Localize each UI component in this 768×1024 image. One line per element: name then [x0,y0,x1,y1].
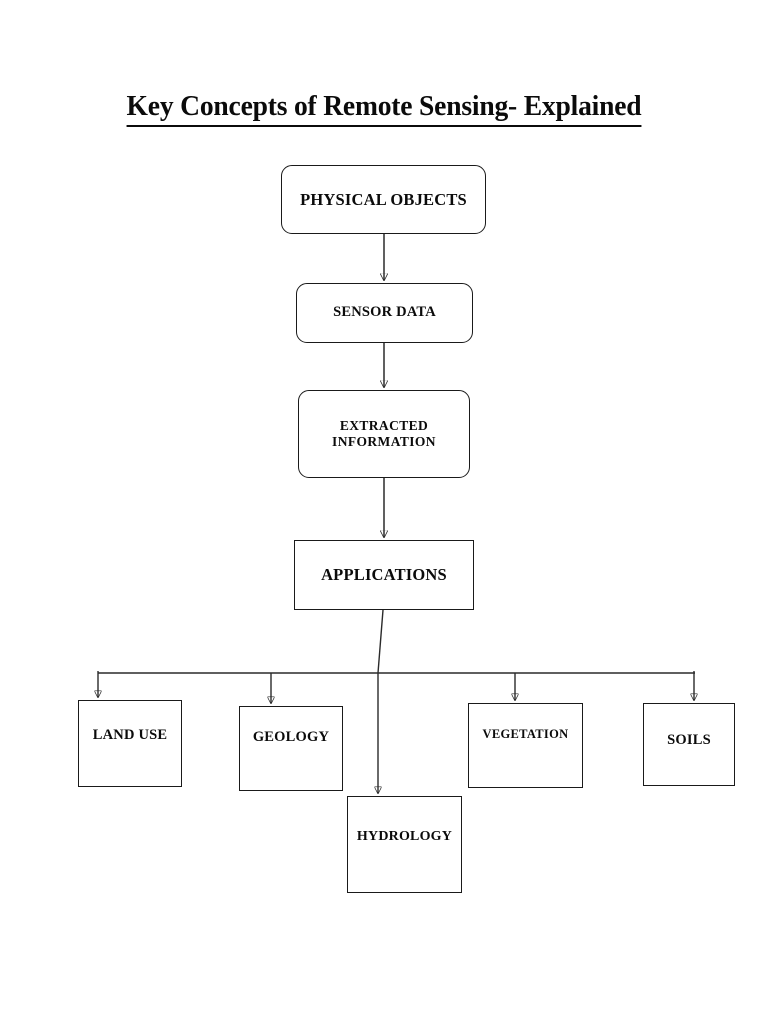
node-land-use[interactable]: LAND USE [78,700,182,787]
node-extracted-information-label: EXTRACTED INFORMATION [332,418,436,449]
page-title-text: Key Concepts of Remote Sensing- Explaine… [126,90,642,127]
node-land-use-label: LAND USE [92,727,168,743]
node-hydrology[interactable]: HYDROLOGY [347,796,462,893]
node-applications-label: APPLICATIONS [321,565,447,585]
node-vegetation[interactable]: VEGETATION [468,703,583,788]
node-physical-objects-label: PHYSICAL OBJECTS [300,189,467,209]
node-physical-objects[interactable]: PHYSICAL OBJECTS [281,165,486,234]
edge-applications-trunk [377,609,384,674]
page-title: Key Concepts of Remote Sensing- Explaine… [0,90,768,127]
node-sensor-data[interactable]: SENSOR DATA [296,283,473,343]
node-soils[interactable]: SOILS [643,703,735,786]
node-soils-label: SOILS [667,732,711,748]
node-applications[interactable]: APPLICATIONS [294,540,474,610]
node-vegetation-label: VEGETATION [482,727,569,741]
node-sensor-data-label: SENSOR DATA [333,304,436,321]
node-hydrology-label: HYDROLOGY [356,829,453,844]
node-geology-label: GEOLOGY [252,729,330,745]
node-extracted-information[interactable]: EXTRACTED INFORMATION [298,390,470,478]
node-geology[interactable]: GEOLOGY [239,706,343,791]
